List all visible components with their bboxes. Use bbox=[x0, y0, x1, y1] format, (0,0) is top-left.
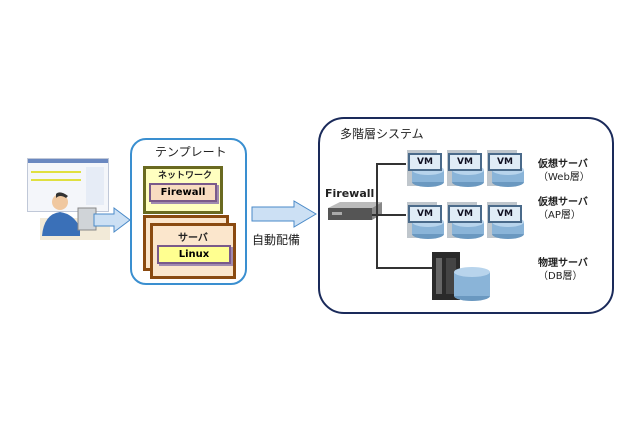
system-title: 多階層システム bbox=[340, 127, 424, 141]
vm-label: VM bbox=[408, 205, 442, 223]
tier-sub: （Web層） bbox=[538, 172, 590, 183]
linux-template-item: Linux bbox=[157, 245, 231, 264]
vm-label: VM bbox=[408, 153, 442, 171]
firewall-template-item: Firewall bbox=[149, 183, 217, 202]
ap-vm: VM bbox=[484, 200, 526, 242]
vm-label: VM bbox=[488, 153, 522, 171]
server-label: サーバ bbox=[178, 233, 208, 244]
network-line bbox=[376, 163, 406, 165]
tier-label-web: 仮想サーバ （Web層） bbox=[538, 158, 590, 184]
deploy-arrow bbox=[251, 200, 317, 228]
network-line bbox=[376, 267, 432, 269]
web-vm: VM bbox=[484, 148, 526, 190]
vm-label: VM bbox=[488, 205, 522, 223]
network-line bbox=[372, 214, 406, 216]
arrow-to-template bbox=[93, 207, 131, 233]
tier-name: 仮想サーバ bbox=[538, 197, 588, 208]
template-title: テンプレート bbox=[155, 145, 227, 159]
template-panel bbox=[130, 138, 247, 285]
vm-label: VM bbox=[448, 153, 482, 171]
deploy-label: 自動配備 bbox=[252, 233, 301, 247]
firewall-label: Firewall bbox=[325, 187, 375, 200]
tier-sub: （AP層） bbox=[538, 210, 581, 221]
vm-label: VM bbox=[448, 205, 482, 223]
admin-console-screenshot bbox=[27, 158, 109, 212]
tier-label-ap: 仮想サーバ （AP層） bbox=[538, 196, 588, 222]
network-label: ネットワーク bbox=[158, 171, 213, 181]
tier-sub: （DB層） bbox=[538, 271, 583, 282]
network-line bbox=[376, 163, 378, 269]
tier-name: 仮想サーバ bbox=[538, 159, 588, 170]
web-vm: VM bbox=[444, 148, 486, 190]
web-vm: VM bbox=[404, 148, 446, 190]
ap-vm: VM bbox=[444, 200, 486, 242]
multi-tier-system-panel bbox=[318, 117, 614, 314]
tier-name: 物理サーバ bbox=[538, 258, 588, 269]
ap-vm: VM bbox=[404, 200, 446, 242]
physical-db-server-icon bbox=[432, 252, 490, 301]
operator-person-icon bbox=[40, 192, 110, 240]
tier-label-db: 物理サーバ （DB層） bbox=[538, 257, 588, 283]
